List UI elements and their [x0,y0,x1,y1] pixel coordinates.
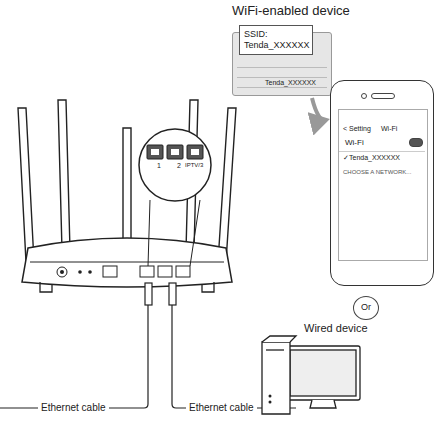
node-text: Wi-Fi [381,125,397,133]
port-number: 2 [177,162,181,170]
node-text: Tenda_XXXXXX [265,79,316,87]
port-number: 1 [157,162,161,170]
sticker-row [237,87,327,96]
device-label: Wired device [304,322,368,334]
heading: WiFi-enabled device [232,4,350,18]
wifi-toggle [409,138,423,147]
node-text: ✓Tenda_XXXXXX [343,154,400,162]
list-divider [339,151,425,152]
node-text: Or [354,297,378,319]
ssid-callout: SSID: Tenda_XXXXXX [239,25,313,55]
port-number: IPTV/3 [185,162,203,169]
or-circle: Or [353,296,379,320]
cable-label: Ethernet cable [38,402,109,413]
node-text: Wi-Fi [345,139,364,148]
phone-speaker [371,93,395,99]
sticker-label: Tenda_XXXXXX SSID: Tenda_XXXXXX [232,32,332,96]
node-text: SSID: Tenda_XXXXXX [244,29,308,51]
node-text: CHOOSE A NETWORK... [343,169,411,176]
sticker-row [237,67,327,76]
phone-camera [361,93,367,99]
cable-label: Ethernet cable [186,402,257,413]
phone: < SettingWi-FiWi-Fi✓Tenda_XXXXXXCHOOSE A… [330,80,434,286]
node-text: < Setting [343,125,371,133]
connector-arrow [312,98,326,120]
